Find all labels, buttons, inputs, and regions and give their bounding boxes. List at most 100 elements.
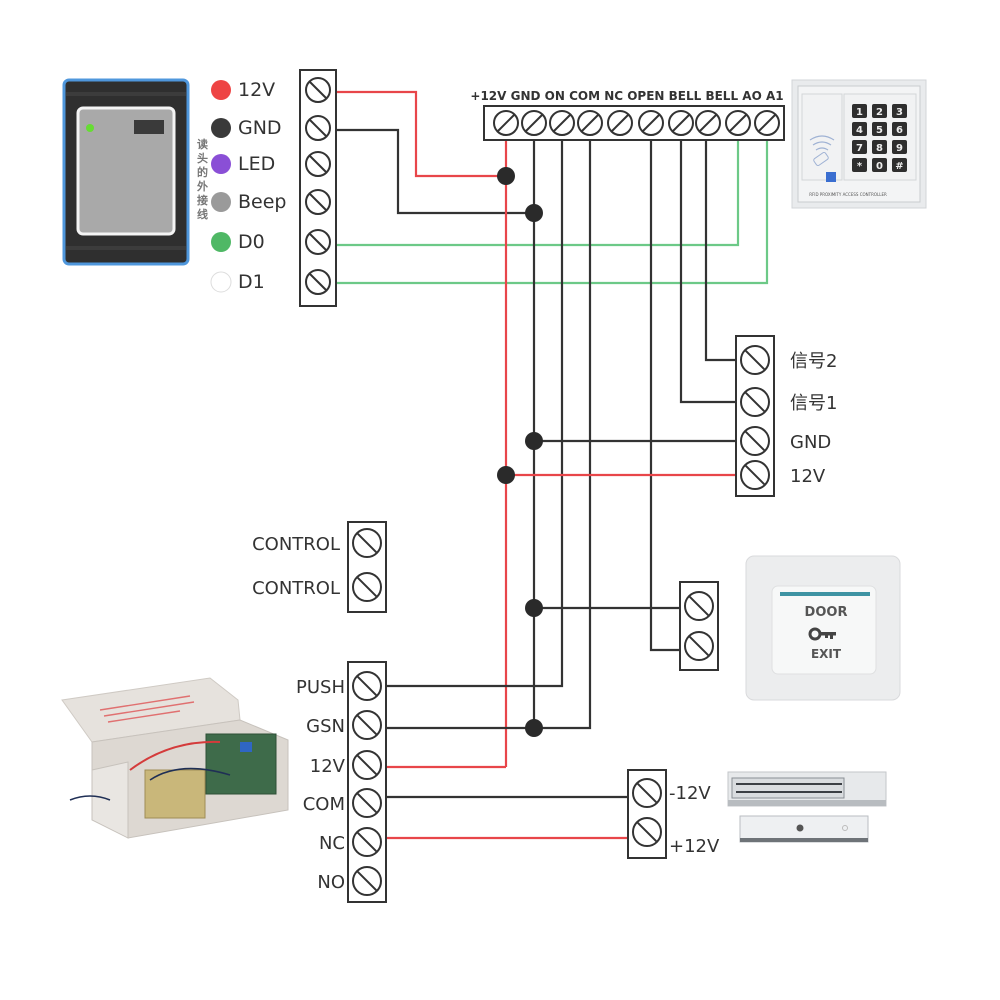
terminal-screw-icon — [638, 110, 664, 136]
exit-button-device: DOOR EXIT — [745, 555, 901, 701]
keypad-key: 2 — [872, 104, 887, 118]
junction-dot — [525, 432, 543, 450]
exit-button-label-door: DOOR — [805, 605, 848, 620]
svg-text:#: # — [895, 161, 903, 172]
terminal-screw-icon — [305, 189, 331, 215]
card-reader-device — [62, 78, 190, 266]
key-icon — [808, 627, 836, 641]
terminal-screw-icon — [684, 591, 714, 621]
keypad-key: 5 — [872, 122, 887, 136]
reader-pin-label: LED — [238, 153, 275, 175]
control-terminal-label: CONTROL — [252, 578, 340, 599]
reader-caption: 读头的外接线 — [196, 137, 208, 221]
controller-device-text: RFID PROXIMITY ACCESS CONTROLLER — [809, 192, 887, 197]
terminal-screw-icon — [668, 110, 694, 136]
svg-text:3: 3 — [896, 107, 903, 118]
power-supply-terminal-block — [347, 661, 387, 903]
keypad-controller-device: 1 2 3 4 5 6 7 8 9 * 0 # RFID PROXIMITY ACCESS CONTR… — [791, 79, 927, 209]
reader-pin-label: 12V — [238, 79, 275, 101]
pin-color-dot-icon — [211, 192, 231, 212]
wire-com-gsn — [386, 138, 592, 730]
pin-color-dot-icon — [211, 232, 231, 252]
wires — [334, 90, 769, 840]
wire-reader-d1 — [334, 138, 769, 285]
terminal-screw-icon — [352, 572, 382, 602]
svg-text:6: 6 — [896, 125, 903, 136]
keypad-key: * — [852, 158, 867, 172]
terminal-screw-icon — [740, 460, 770, 490]
terminal-screw-icon — [577, 110, 603, 136]
maglock-terminal-labels: -12V+12V — [669, 783, 720, 857]
terminal-screw-icon — [352, 827, 382, 857]
doorbell-terminal-label: 信号1 — [790, 393, 837, 414]
terminal-screw-icon — [352, 671, 382, 701]
terminal-screw-icon — [352, 710, 382, 740]
wire-bell-signal2 — [704, 138, 736, 362]
terminal-screw-icon — [740, 426, 770, 456]
svg-text:8: 8 — [876, 143, 883, 154]
terminal-screw-icon — [521, 110, 547, 136]
power-supply-terminal-label: 12V — [310, 756, 346, 777]
terminal-screw-icon — [352, 866, 382, 896]
terminal-screw-icon — [352, 788, 382, 818]
terminal-screw-icon — [607, 110, 633, 136]
power-supply-terminal-label: GSN — [306, 716, 345, 737]
keypad-key: 3 — [892, 104, 907, 118]
svg-text:9: 9 — [896, 143, 903, 154]
power-supply-terminal-label: COM — [303, 794, 345, 815]
svg-text:*: * — [857, 161, 863, 172]
terminal-screw-icon — [305, 151, 331, 177]
reader-terminal-block — [299, 69, 337, 307]
power-supply-device — [61, 677, 289, 839]
exit-button-label-exit: EXIT — [811, 647, 842, 661]
svg-text:7: 7 — [856, 143, 863, 154]
terminal-screw-icon — [632, 778, 662, 808]
svg-text:0: 0 — [876, 161, 883, 172]
reader-pin-label: D1 — [238, 271, 265, 293]
doorbell-terminal-label: 12V — [790, 466, 826, 487]
terminal-screw-icon — [493, 110, 519, 136]
svg-text:1: 1 — [856, 107, 863, 118]
terminal-screw-icon — [352, 750, 382, 780]
junction-dot — [525, 204, 543, 222]
svg-text:5: 5 — [876, 125, 883, 136]
terminal-screw-icon — [695, 110, 721, 136]
keypad-key: # — [892, 158, 907, 172]
power-supply-terminal-label: NO — [317, 872, 345, 893]
junction-dot — [525, 719, 543, 737]
keypad-key: 6 — [892, 122, 907, 136]
pin-color-dot-icon — [210, 271, 232, 293]
svg-text:2: 2 — [876, 107, 883, 118]
wire-reader-gnd — [334, 128, 534, 215]
junction-dot — [497, 167, 515, 185]
wire-reader-12v — [334, 90, 506, 178]
reader-pin-label: GND — [238, 117, 282, 139]
terminal-screw-icon — [754, 110, 780, 136]
reader-pin-label: Beep — [238, 191, 286, 213]
terminal-screw-icon — [305, 269, 331, 295]
doorbell-terminal-label: 信号2 — [790, 351, 837, 372]
wire-reader-d0 — [334, 138, 740, 247]
keypad-key: 7 — [852, 140, 867, 154]
controller-terminal-labels-text: +12V GND ON COM NC OPEN BELL BELL AO A1 — [470, 89, 783, 103]
terminal-screw-icon — [352, 528, 382, 558]
reader-pin-label: D0 — [238, 231, 265, 253]
junction-dot — [525, 599, 543, 617]
terminal-screw-icon — [632, 817, 662, 847]
power-supply-terminal-label: NC — [319, 833, 345, 854]
terminal-screw-icon — [305, 115, 331, 141]
terminal-screw-icon — [725, 110, 751, 136]
wire-open-exit — [649, 138, 680, 652]
reader-led-icon — [86, 124, 94, 132]
svg-text:4: 4 — [856, 125, 863, 136]
junctions — [497, 167, 543, 737]
keypad-key: 1 — [852, 104, 867, 118]
keypad-key: 4 — [852, 122, 867, 136]
maglock-device — [727, 771, 887, 843]
wire-on-push — [386, 138, 564, 688]
terminal-screw-icon — [684, 631, 714, 661]
maglock-terminal-label: -12V — [669, 783, 711, 804]
